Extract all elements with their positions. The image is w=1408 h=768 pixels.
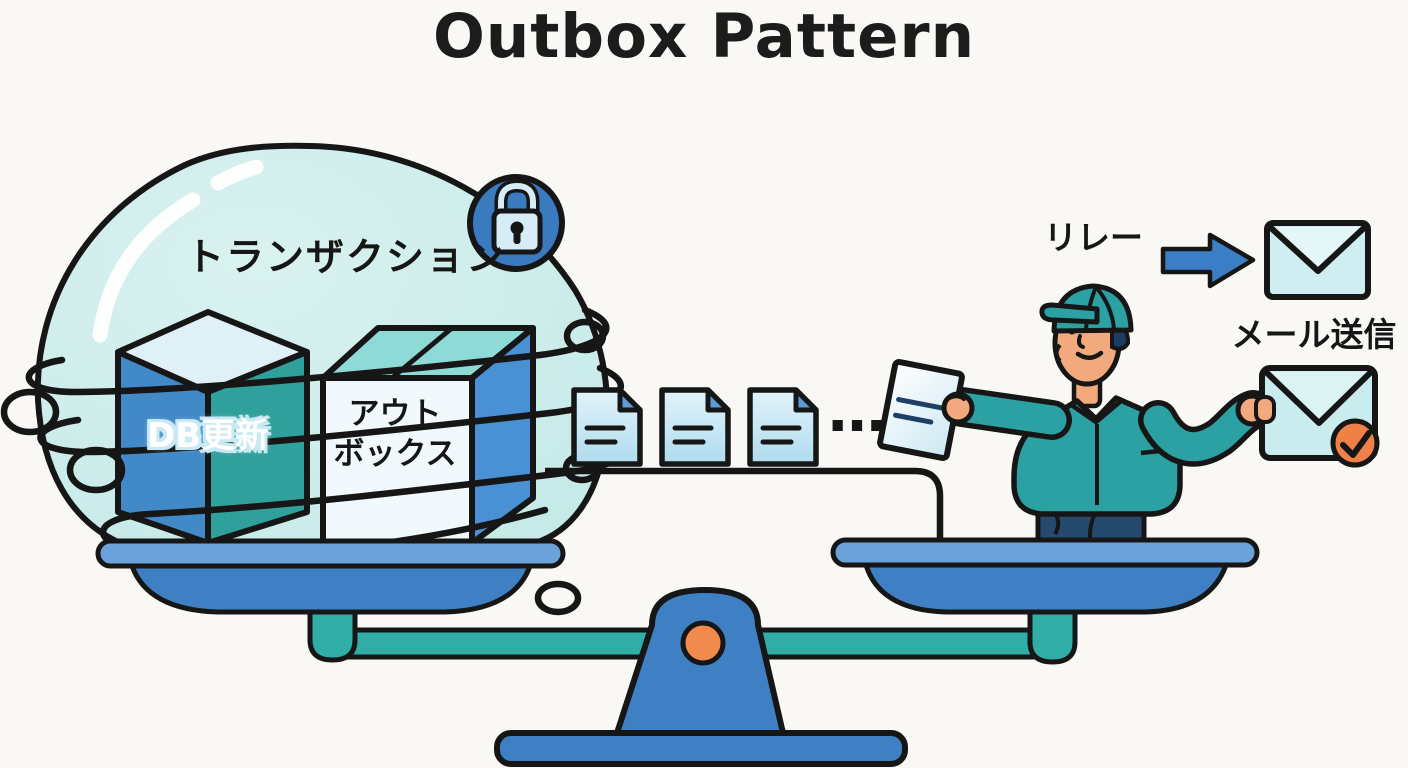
scale-base <box>494 730 908 767</box>
sent-envelope-icon <box>1259 365 1380 468</box>
conveyor-line <box>545 467 944 540</box>
queue-ellipsis: … <box>828 377 887 445</box>
ear <box>1054 343 1062 363</box>
scale-right-pan <box>830 537 1260 615</box>
document-icons <box>571 387 819 467</box>
document-icon <box>571 387 643 467</box>
mouth <box>1075 350 1104 360</box>
cap <box>1039 283 1134 334</box>
outbox-label-line1: アウト <box>348 396 442 432</box>
pivot-dot <box>680 620 726 666</box>
transaction-label: トランザクション <box>186 235 507 279</box>
scale-left-pan <box>95 538 566 615</box>
left-hand <box>941 391 975 425</box>
left-arm <box>942 387 1072 440</box>
relay-label: リレー <box>1044 218 1143 257</box>
outbox-label: アウトボックス <box>320 394 470 474</box>
outbox-box <box>320 325 536 546</box>
mail-send-label: メール送信 <box>1231 315 1397 354</box>
check-badge-icon <box>1330 418 1380 468</box>
document-icon <box>747 387 819 467</box>
document-icon <box>659 387 731 467</box>
outbox-label-line2: ボックス <box>333 436 457 472</box>
db-update-label: DB更新 <box>147 416 270 456</box>
diagram-title: Outbox Pattern <box>432 1 976 72</box>
nose <box>1077 334 1085 349</box>
lock-icon <box>467 174 565 272</box>
envelope-icon <box>1264 220 1371 300</box>
right-arrow-icon <box>1160 232 1256 289</box>
bubble-highlight <box>92 192 201 343</box>
collar <box>1068 399 1123 425</box>
scale-pedestal <box>494 587 908 767</box>
delivery-person <box>942 283 1273 547</box>
right-hand <box>1235 393 1276 427</box>
